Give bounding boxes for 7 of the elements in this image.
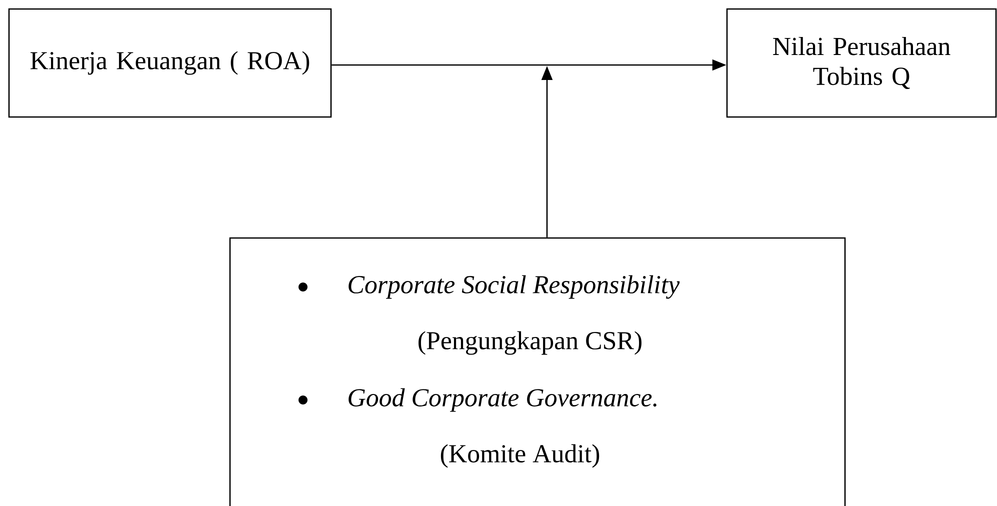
list-item: Good Corporate Governance. [348,388,656,412]
text-box: Nilai Perusahaan Tobins Q [726,8,997,118]
text-box [229,237,846,506]
list-item: (Komite Audit) [440,444,600,468]
list-item: (Pengungkapan CSR) [418,331,642,355]
text-box: Kinerja Keuangan ( ROA) [8,8,332,118]
list-item: Corporate Social Responsibility [348,275,680,299]
